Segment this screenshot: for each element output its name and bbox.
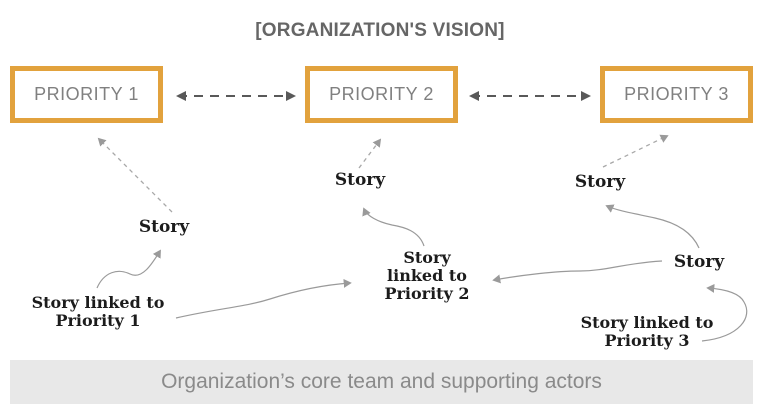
story-linked-priority2-line2: linked to: [387, 266, 467, 285]
story-to-priority3-arrow: [602, 134, 669, 168]
story-linked-priority1-label: Story linked to Priority 1: [32, 294, 165, 330]
story-linked-priority2-label: Story linked to Priority 2: [384, 249, 469, 303]
story-label-near-priority1: Story: [138, 217, 190, 237]
priority-box-2: PRIORITY 2: [305, 66, 458, 123]
story-to-priority2-arrow: [358, 138, 382, 169]
linked1-to-linked2-arrow: [175, 278, 352, 319]
priority-1-label: PRIORITY 1: [34, 84, 139, 104]
core-team-band: Organization’s core team and supporting …: [10, 360, 753, 404]
story-linked-priority3-line2: Priority 3: [604, 331, 690, 350]
linked1-to-story1-arrow: [96, 249, 161, 289]
linked2-to-story2-arrow: [362, 207, 425, 247]
story-linked-priority1-line1: Story linked to: [31, 293, 165, 312]
story-linked-priority3-label: Story linked to Priority 3: [581, 314, 714, 350]
storyhub-to-linked2-arrow: [492, 260, 663, 284]
story-linked-priority1-line2: Priority 1: [55, 311, 141, 330]
priority-box-3: PRIORITY 3: [600, 66, 753, 123]
priority-2-label: PRIORITY 2: [329, 84, 434, 104]
story-linked-priority2-line3: Priority 2: [384, 284, 470, 303]
story-label-right-hub: Story: [673, 252, 725, 272]
storyhub-to-story3-arrow: [605, 204, 700, 249]
story-linked-priority2-line1: Story: [403, 248, 451, 267]
priority-box-1: PRIORITY 1: [10, 66, 163, 123]
story-linked-priority3-line1: Story linked to: [580, 313, 714, 332]
diagram-title: [ORGANIZATION'S VISION]: [255, 20, 505, 41]
core-team-label: Organization’s core team and supporting …: [161, 370, 602, 393]
story-label-near-priority2: Story: [334, 170, 386, 190]
story-to-priority1-arrow: [97, 137, 173, 213]
priority-3-label: PRIORITY 3: [624, 84, 729, 104]
story-label-near-priority3: Story: [574, 172, 626, 192]
